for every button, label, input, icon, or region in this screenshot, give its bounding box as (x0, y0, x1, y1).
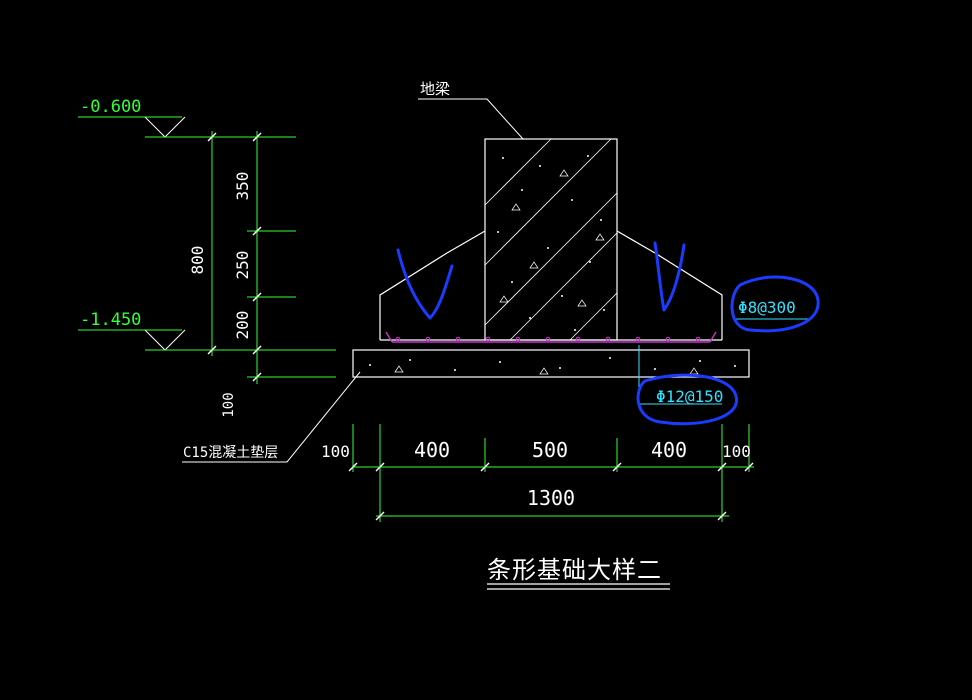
dim-vertical-total: 800 (188, 246, 207, 275)
dim-horizontal-right-100: 100 (722, 442, 751, 461)
cushion-leader (182, 371, 361, 463)
ground-beam-label: 地梁 (420, 80, 450, 98)
dim-horizontal-left-400: 400 (414, 438, 450, 462)
cushion-label: C15混凝土垫层 (183, 445, 278, 461)
elevation-marker-bottom (78, 329, 336, 351)
aggregate-speckle (369, 155, 736, 371)
ground-beam-leader (418, 98, 524, 140)
dim-vertical-350: 350 (233, 172, 252, 201)
horizontal-dimension-ticks (348, 462, 754, 521)
left-haunch (379, 230, 486, 340)
aggregate-triangles (394, 169, 699, 375)
bottom-rebar (385, 331, 717, 343)
dim-cushion-thickness: 100 (221, 392, 237, 417)
dim-vertical-200: 200 (233, 311, 252, 340)
rebar-main-label: Φ12@150 (656, 387, 723, 406)
rebar-distribution-label: Φ8@300 (738, 298, 796, 317)
left-check-mark (396, 248, 454, 320)
elevation-bottom-label: -1.450 (80, 310, 141, 330)
right-haunch (616, 230, 723, 340)
vertical-dimension-lines (211, 131, 336, 384)
dim-horizontal-left-100: 100 (321, 442, 350, 461)
dim-horizontal-right-400: 400 (651, 438, 687, 462)
distribution-bar-dots (395, 336, 701, 342)
cushion-layer (352, 349, 750, 378)
vertical-dimension-ticks (207, 132, 262, 382)
drawing-title: 条形基础大样二 (487, 556, 662, 584)
circle-distribution-rebar (730, 275, 820, 333)
dim-horizontal-500: 500 (532, 438, 568, 462)
beam-hatch (484, 138, 618, 341)
ground-beam-body (484, 138, 618, 341)
elevation-top-label: -0.600 (80, 97, 141, 117)
right-check-mark (653, 241, 686, 312)
dim-vertical-250: 250 (233, 251, 252, 280)
elevation-marker-top (78, 116, 296, 138)
hand-annotation-marks (396, 241, 820, 426)
dim-horizontal-total: 1300 (527, 486, 575, 510)
circle-main-rebar (636, 373, 738, 426)
title-underline (487, 583, 670, 590)
